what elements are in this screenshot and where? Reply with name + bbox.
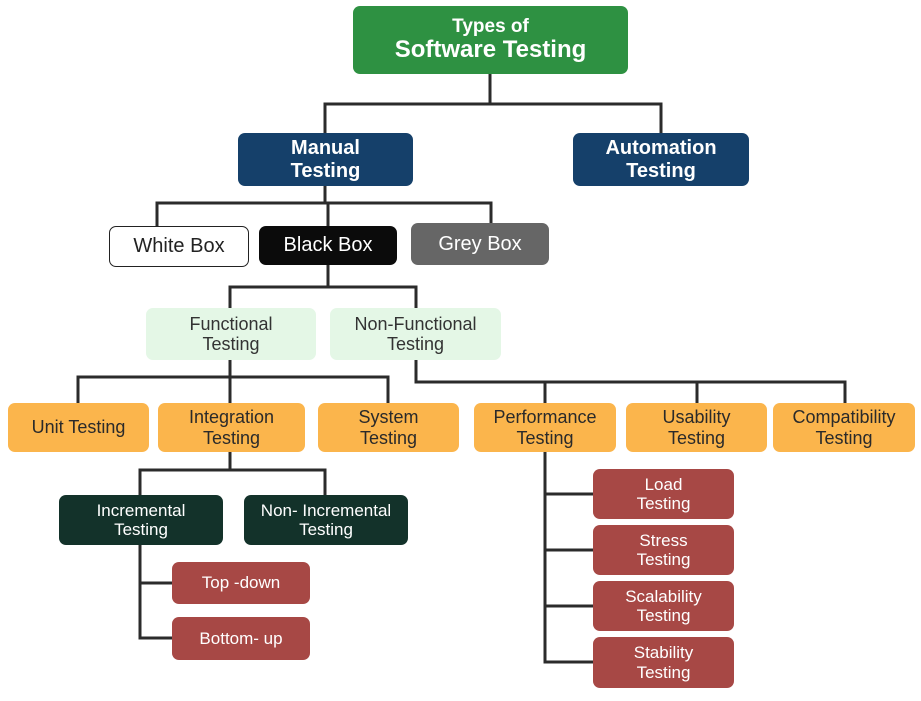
root-line1: Types of — [452, 15, 529, 37]
automation-testing-node: Automation Testing — [573, 133, 749, 186]
integration-line2: Testing — [202, 427, 261, 448]
root-node: Types of Software Testing — [353, 6, 628, 74]
black-box-label: Black Box — [283, 234, 373, 257]
root-line2: Software Testing — [394, 36, 587, 64]
white-box-node: White Box — [109, 226, 249, 267]
incremental-testing-node: Incremental Testing — [59, 495, 223, 545]
grey-box-label: Grey Box — [438, 232, 522, 255]
stress-testing-node: Stress Testing — [593, 525, 734, 575]
non-functional-line1: Non-Functional — [354, 313, 477, 334]
stress-line1: Stress — [639, 530, 688, 550]
performance-line2: Testing — [516, 427, 574, 448]
non-functional-testing-node: Non-Functional Testing — [330, 308, 501, 360]
manual-line1: Manual — [291, 137, 360, 160]
stability-line1: Stability — [633, 643, 694, 663]
compatibility-testing-node: Compatibility Testing — [773, 403, 915, 452]
scalability-line2: Testing — [636, 606, 691, 625]
white-box-label: White Box — [133, 235, 225, 258]
non-functional-line2: Testing — [386, 334, 445, 354]
manual-line2: Testing — [290, 159, 361, 182]
usability-testing-node: Usability Testing — [626, 403, 767, 452]
usability-line1: Usability — [662, 407, 731, 428]
compatibility-line2: Testing — [815, 427, 873, 448]
performance-testing-node: Performance Testing — [474, 403, 616, 452]
functional-line2: Testing — [202, 334, 260, 354]
connector-non-functional — [414, 356, 847, 405]
system-line1: System — [358, 407, 419, 428]
load-line2: Testing — [636, 494, 691, 513]
compatibility-line1: Compatibility — [792, 407, 896, 428]
non-incremental-testing-node: Non- Incremental Testing — [244, 495, 408, 545]
scalability-testing-node: Scalability Testing — [593, 581, 734, 631]
stability-line2: Testing — [636, 662, 691, 682]
usability-line2: Testing — [667, 427, 726, 448]
bottom-up-label: Bottom- up — [199, 628, 283, 648]
connector-integration — [138, 450, 327, 497]
functional-testing-node: Functional Testing — [146, 308, 316, 360]
manual-testing-node: Manual Testing — [238, 133, 413, 186]
unit-testing-node: Unit Testing — [8, 403, 149, 452]
black-box-node: Black Box — [259, 226, 397, 265]
integration-testing-node: Integration Testing — [158, 403, 305, 452]
automation-line1: Automation — [605, 137, 717, 160]
system-testing-node: System Testing — [318, 403, 459, 452]
top-down-label: Top -down — [201, 573, 281, 593]
connector-manual — [155, 184, 493, 228]
connector-incremental — [138, 543, 174, 640]
performance-line1: Performance — [493, 407, 597, 428]
integration-line1: Integration — [188, 407, 275, 428]
stress-line2: Testing — [636, 550, 691, 569]
load-line1: Load — [644, 474, 683, 494]
non-incremental-line1: Non- Incremental — [260, 500, 392, 520]
load-testing-node: Load Testing — [593, 469, 734, 519]
non-incremental-line2: Testing — [299, 520, 353, 539]
top-down-node: Top -down — [172, 562, 310, 604]
system-line2: Testing — [359, 427, 418, 448]
connector-blackbox — [228, 263, 418, 310]
incremental-line2: Testing — [114, 520, 168, 539]
automation-line2: Testing — [626, 159, 696, 182]
grey-box-node: Grey Box — [411, 223, 549, 265]
connector-performance — [543, 450, 595, 664]
bottom-up-node: Bottom- up — [172, 617, 310, 660]
connector-functional — [76, 356, 390, 405]
scalability-line1: Scalability — [625, 586, 702, 606]
unit-label: Unit Testing — [31, 417, 126, 438]
stability-testing-node: Stability Testing — [593, 637, 734, 688]
incremental-line1: Incremental — [96, 500, 186, 520]
connector-root — [323, 72, 663, 135]
functional-line1: Functional — [189, 313, 273, 334]
